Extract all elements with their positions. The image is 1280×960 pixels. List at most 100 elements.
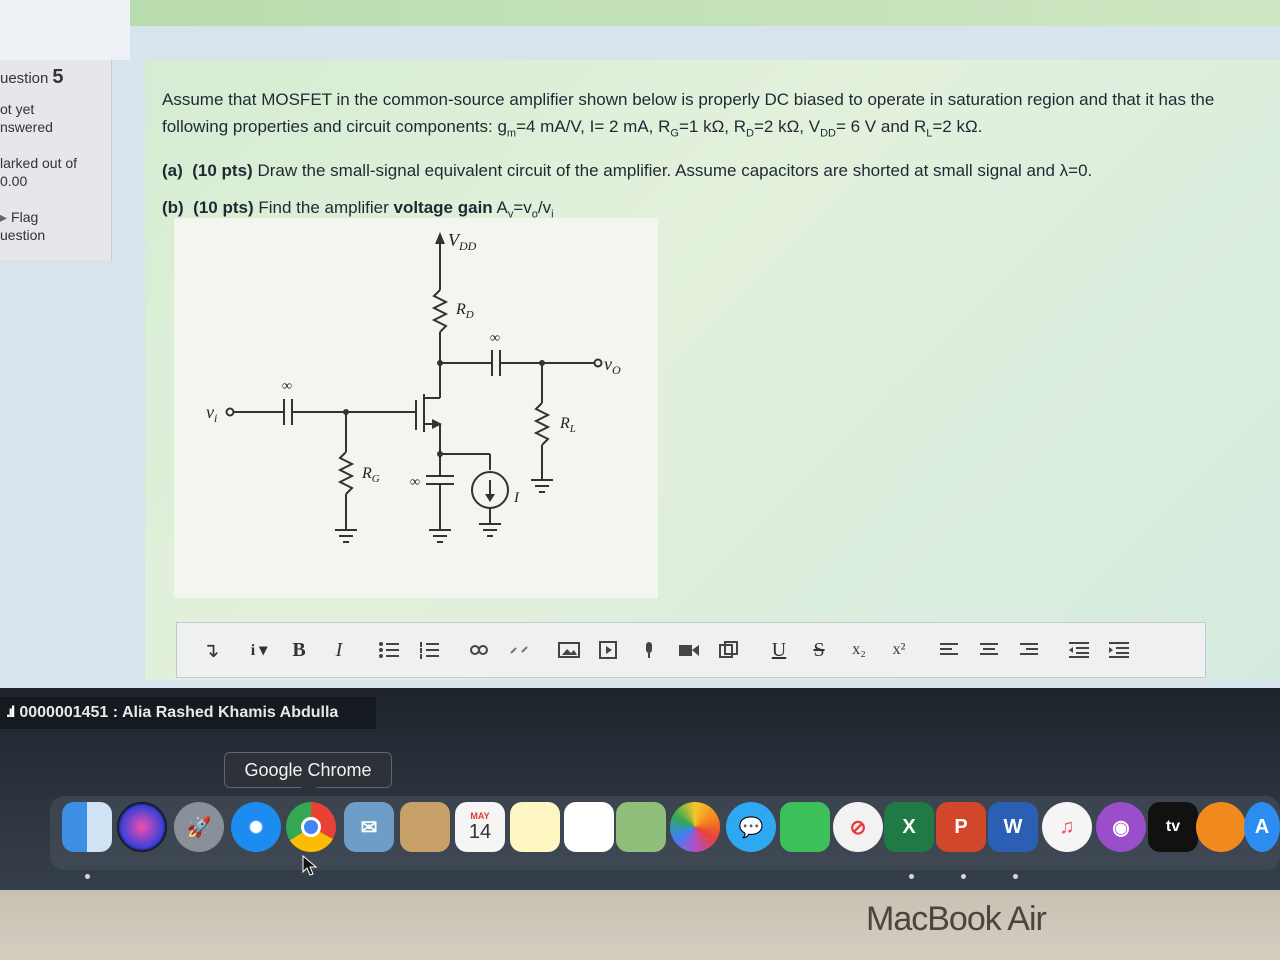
photos-icon[interactable] (670, 802, 720, 852)
italic-button[interactable]: I (335, 638, 343, 661)
flag-label-2: uestion (0, 227, 46, 243)
intro-e: = 6 V and R (835, 117, 927, 136)
powerpoint-icon[interactable]: P (936, 802, 986, 852)
part-a-label: (a) (162, 161, 183, 181)
rg-sub: G (670, 127, 679, 140)
video-camera-icon (679, 645, 699, 656)
circuit-svg: VDD RD RL RG vO vi I ∞ ∞ ∞ (206, 230, 621, 543)
status-line-2: nswered (0, 119, 53, 135)
microphone-icon (646, 642, 652, 658)
messages-icon[interactable]: 💬 (726, 802, 776, 852)
vo-label: vO (604, 354, 621, 377)
current-arrow-head (485, 494, 495, 502)
image-button[interactable] (553, 634, 585, 666)
browser-top-left (0, 0, 130, 60)
bold-button[interactable]: B (292, 638, 306, 661)
status-line-1: ot yet (0, 101, 35, 117)
audio-record-button[interactable] (633, 634, 665, 666)
unlink-button[interactable] (503, 634, 535, 666)
siri-icon[interactable] (117, 802, 167, 852)
cin-infinity: ∞ (282, 379, 292, 394)
rl-label: RL (559, 415, 576, 435)
gain-a: A (496, 198, 508, 218)
indent-icon (1109, 642, 1129, 658)
question-number-value: 5 (52, 66, 64, 88)
vi-label: vi (206, 402, 217, 425)
cout-infinity: ∞ (490, 331, 500, 346)
contacts-icon[interactable] (400, 802, 450, 852)
numbered-list-icon (420, 642, 439, 659)
gain-eq: =v (513, 198, 532, 218)
question-text: Assume that MOSFET in the common-source … (162, 86, 1272, 229)
user-id-text: 0000001451 : Alia Rashed Khamis Abdulla (19, 704, 339, 721)
underline-button[interactable]: U (771, 638, 787, 661)
cs-infinity: ∞ (410, 475, 420, 490)
manage-files-button[interactable] (713, 634, 745, 666)
question-status: ot yet nswered (0, 100, 110, 136)
link-button[interactable] (463, 634, 495, 666)
reminders-icon[interactable] (564, 802, 614, 852)
intro-f: =2 kΩ. (932, 117, 983, 136)
rl-sub: L (926, 127, 933, 140)
align-right-button[interactable] (1013, 634, 1045, 666)
tv-label: tv (1165, 818, 1181, 835)
mouse-cursor-icon (302, 855, 318, 876)
books-icon[interactable] (1196, 802, 1246, 852)
vo-terminal (593, 358, 603, 368)
question-marks: larked out of 0.00 (0, 154, 110, 190)
mail-icon[interactable]: ✉ (344, 802, 394, 852)
align-center-icon (980, 643, 998, 655)
part-b: (b) (10 pts) Find the amplifier voltage … (162, 194, 1272, 228)
podcasts-icon[interactable]: ◉ (1096, 802, 1146, 852)
launchpad-icon[interactable]: 🚀 (174, 802, 224, 852)
question-label: uestion (0, 70, 49, 87)
apple-tv-icon[interactable]: tv (1148, 802, 1198, 852)
align-center-button[interactable] (973, 634, 1005, 666)
link-icon (470, 645, 488, 655)
notes-icon[interactable] (510, 802, 560, 852)
unlink-icon (510, 646, 528, 654)
numbered-list-button[interactable] (413, 634, 445, 666)
superscript-button[interactable]: x² (892, 641, 906, 658)
chrome-icon[interactable] (286, 802, 336, 852)
subscript-button[interactable]: x₂ (852, 641, 866, 658)
safari-icon[interactable] (231, 802, 281, 852)
music-icon[interactable]: ♫ (1042, 802, 1092, 852)
maps-icon[interactable] (616, 802, 666, 852)
paragraph-button[interactable]: ↴ (202, 639, 220, 662)
part-a-text: Draw the small-signal equivalent circuit… (257, 161, 1093, 181)
vdd-arrow (435, 232, 445, 244)
bullet-list-button[interactable] (373, 634, 405, 666)
decrease-indent-button[interactable] (1063, 634, 1095, 666)
outdent-icon (1069, 642, 1089, 658)
flag-question-link[interactable]: ▸Flag uestion (0, 208, 110, 244)
flag-label: Flag (11, 209, 39, 225)
calendar-icon[interactable]: MAY 14 (455, 802, 505, 852)
marks-line-2: 0.00 (0, 173, 28, 189)
calendar-day: 14 (468, 820, 492, 843)
strikethrough-button[interactable]: S (813, 638, 825, 661)
align-left-button[interactable] (933, 634, 965, 666)
intro-c: =1 kΩ, R (678, 117, 747, 136)
media-button[interactable] (593, 634, 625, 666)
part-a-points: (10 pts) (192, 161, 253, 181)
word-icon[interactable]: W (988, 802, 1038, 852)
question-intro: Assume that MOSFET in the common-source … (162, 86, 1272, 147)
intro-a: Assume that MOSFET in the common-source … (162, 90, 1215, 136)
video-record-button[interactable] (673, 634, 705, 666)
powerpoint-running-dot (961, 874, 966, 879)
align-left-icon (940, 643, 958, 655)
calendar-month: MAY (470, 810, 490, 821)
facetime-icon[interactable] (780, 802, 830, 852)
part-b-text: Find the amplifier (258, 198, 389, 218)
news-icon[interactable]: ⊘ (833, 802, 883, 852)
image-icon (558, 642, 580, 658)
chrome-center (301, 817, 321, 837)
part-b-points: (10 pts) (193, 198, 254, 218)
circuit-diagram: VDD RD RL RG vO vi I ∞ ∞ ∞ (174, 218, 658, 598)
info-dropdown[interactable]: i ▾ (250, 642, 268, 659)
app-store-icon[interactable]: A (1244, 802, 1280, 852)
excel-icon[interactable]: X (884, 802, 934, 852)
finder-icon[interactable] (62, 802, 112, 852)
increase-indent-button[interactable] (1103, 634, 1135, 666)
